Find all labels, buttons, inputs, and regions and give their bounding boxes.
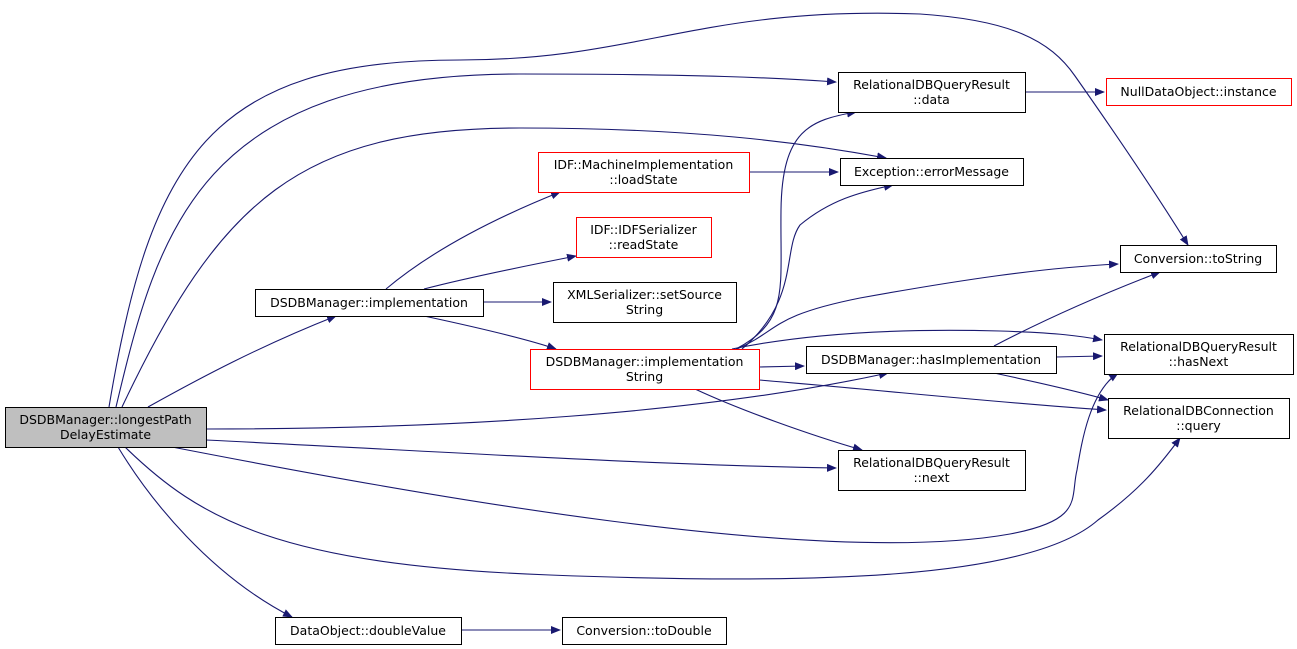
node-box (553, 282, 737, 323)
node-label-line: Conversion::toDouble (576, 623, 712, 638)
edge-implstring-to-data (735, 109, 857, 350)
edge-root-to-next (205, 439, 837, 472)
node-relationaldbqueryresult-data[interactable]: RelationalDBQueryResult::data (838, 72, 1026, 113)
edge-impl-to-readstate (423, 253, 577, 290)
node-dataobject-doublevalue[interactable]: DataObject::doubleValue (275, 617, 462, 645)
node-label-line: DSDBManager::longestPath (19, 412, 191, 427)
edge-root-to-hasimpl (205, 371, 889, 430)
edge-implstring-to-tostring (736, 260, 1119, 350)
edge-root-to-doublevalue (117, 446, 293, 618)
node-idf-idfserializer-readstate[interactable]: IDF::IDFSerializer::readState (576, 217, 712, 258)
node-box (530, 349, 760, 390)
node-label-line: Conversion::toString (1134, 251, 1262, 266)
node-relationaldbqueryresult-next[interactable]: RelationalDBQueryResult::next (838, 450, 1026, 491)
edge-hasimpl-to-query (993, 372, 1109, 402)
edge-impl-to-implstring (423, 315, 557, 350)
node-label-line: DSDBManager::implementation (270, 295, 468, 310)
node-idf-machineimplementation-loadstate[interactable]: IDF::MachineImplementation::loadState (538, 152, 750, 193)
edge-root-to-hasnext (171, 372, 1119, 544)
node-box (838, 450, 1026, 491)
edge-root-to-data (115, 73, 837, 408)
edges-layer (108, 12, 1189, 634)
node-label-line: RelationalDBQueryResult (853, 455, 1010, 470)
node-label-line: DataObject::doubleValue (290, 623, 446, 638)
node-box (275, 617, 462, 645)
node-label-line: ::query (1176, 418, 1221, 433)
node-box (840, 158, 1024, 186)
node-box (5, 407, 207, 448)
node-nulldataobject-instance[interactable]: NullDataObject::instance (1106, 78, 1292, 106)
node-box (1106, 78, 1292, 106)
node-label-line: RelationalDBConnection (1123, 403, 1274, 418)
node-box (806, 346, 1057, 374)
node-box (576, 217, 712, 258)
node-box (838, 72, 1026, 113)
edge-root-to-query (124, 437, 1181, 580)
node-dsdbmanager-hasimplementation[interactable]: DSDBManager::hasImplementation (806, 346, 1057, 374)
node-box (538, 152, 750, 193)
node-relationaldbqueryresult-hasnext[interactable]: RelationalDBQueryResult::hasNext (1104, 334, 1294, 375)
node-label-line: IDF::MachineImplementation (554, 157, 734, 172)
node-conversion-todouble[interactable]: Conversion::toDouble (562, 617, 727, 645)
edge-impl-to-loadstate (385, 191, 561, 290)
node-label-line: ::loadState (609, 172, 678, 187)
node-label-line: ::hasNext (1169, 354, 1229, 369)
edge-implstring-to-hasimpl (758, 362, 805, 371)
node-conversion-tostring[interactable]: Conversion::toString (1120, 245, 1277, 273)
node-label-line: String (626, 369, 663, 384)
node-label-line: ::next (913, 470, 949, 485)
node-label-line: Exception::errorMessage (854, 164, 1009, 179)
edge-root-to-errmsg (121, 127, 887, 408)
node-relationaldbconnection-query[interactable]: RelationalDBConnection::query (1108, 398, 1290, 439)
node-label-line: DSDBManager::hasImplementation (821, 352, 1041, 367)
node-label-line: String (626, 302, 663, 317)
node-box (562, 617, 727, 645)
node-dsdbmanager-implementation[interactable]: DSDBManager::implementation (255, 289, 484, 317)
node-box (1104, 334, 1294, 375)
node-label-line: NullDataObject::instance (1120, 84, 1276, 99)
node-box (255, 289, 484, 317)
node-label-line: DSDBManager::implementation (546, 354, 744, 369)
edge-implstring-to-hasnext (731, 329, 1103, 350)
edge-implstring-to-errmsg (741, 182, 894, 350)
edge-hasimpl-to-hasnext (1055, 352, 1103, 361)
edge-hasimpl-to-tostring (993, 271, 1161, 347)
node-label-line: ::readState (609, 237, 679, 252)
node-label-line: IDF::IDFSerializer (590, 222, 697, 237)
node-label-line: ::data (913, 92, 950, 107)
node-box (1108, 398, 1290, 439)
node-exception-errormessage[interactable]: Exception::errorMessage (840, 158, 1024, 186)
nodes-layer: DSDBManager::longestPathDelayEstimateDSD… (5, 72, 1294, 645)
edge-root-to-impl (147, 315, 337, 408)
edge-implstring-to-next (694, 388, 863, 452)
node-box (1120, 245, 1277, 273)
node-label-line: XMLSerializer::setSource (567, 287, 722, 302)
edge-root-to-tostring (108, 12, 1189, 408)
edge-implstring-to-query (758, 379, 1107, 414)
node-label-line: RelationalDBQueryResult (853, 77, 1010, 92)
node-label-line: RelationalDBQueryResult (1120, 339, 1277, 354)
node-label-line: DelayEstimate (60, 427, 151, 442)
